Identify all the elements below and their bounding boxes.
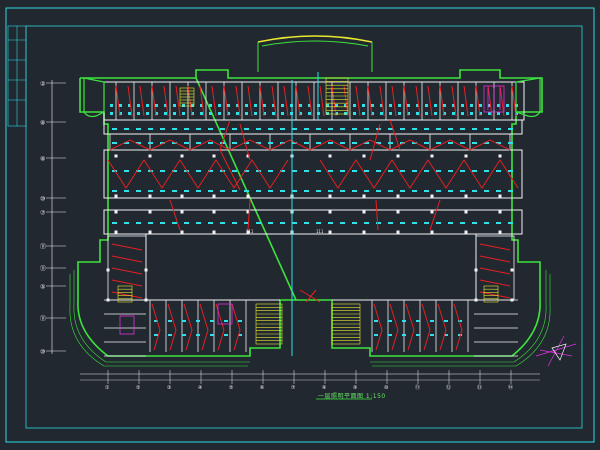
- axis-bubble-bottom: ③: [167, 385, 171, 391]
- drawing-title: 一层照明平面图 1:150: [318, 393, 386, 400]
- room-tag-center: 111: [316, 229, 324, 234]
- axis-bubble-left: ⑩: [40, 196, 45, 203]
- axis-bubble-left: ②: [40, 81, 46, 88]
- axis-bubble-left: ⑧: [40, 120, 45, 127]
- axis-bubble-bottom: ⑬: [477, 384, 482, 391]
- bottom-dimension-line: ① ② ③ ④ ⑤ ⑥ ⑦ ⑧ ⑨ ⑩ ⑪ ⑫ ⑬ ⑭: [80, 370, 540, 391]
- lighting-circuits: [107, 85, 519, 351]
- left-axis-grid: ② ⑧ ⑧ ⑩ ⑦ ⑪ ⑪ ⑤ ⑪ ⑩: [40, 80, 66, 356]
- axis-bubble-bottom: ⑭: [508, 384, 513, 391]
- axis-bubble-left: ⑤: [40, 284, 45, 291]
- outer-wall-offset: [69, 270, 551, 367]
- axis-bubble-bottom: ②: [136, 385, 141, 391]
- entrance-canopy-inner: [261, 40, 369, 47]
- entrance-canopy: [257, 35, 373, 43]
- axis-bubble-left: ⑪: [40, 243, 46, 251]
- axis-bubble-bottom: ⑦: [291, 385, 296, 391]
- left-title-strip: [7, 25, 27, 127]
- inner-frame: [25, 25, 583, 429]
- axis-bubble-bottom: ⑧: [322, 385, 327, 391]
- axis-bubble-bottom: ⑨: [353, 385, 357, 391]
- axis-bubble-bottom: ⑩: [384, 385, 389, 391]
- north-arrow-icon: [535, 335, 577, 367]
- magenta-symbols: [119, 85, 505, 335]
- axis-bubble-left: ⑩: [40, 349, 45, 356]
- axis-bubble-bottom: ⑤: [229, 385, 233, 391]
- end-towers: [83, 77, 541, 118]
- axis-bubble-left: ⑧: [40, 156, 45, 163]
- light-fixtures: [110, 104, 518, 336]
- room-tag-left: 111: [246, 229, 254, 234]
- axis-bubble-bottom: ①: [105, 385, 110, 391]
- axis-bubble-left: ⑪: [40, 315, 46, 323]
- axis-bubble-bottom: ④: [198, 385, 203, 391]
- lower-room-partitions: [104, 235, 518, 357]
- outer-frame: [5, 7, 595, 443]
- axis-bubble-left: ⑦: [40, 210, 46, 217]
- axis-bubble-bottom: ⑥: [260, 385, 265, 391]
- staircases: [117, 77, 499, 345]
- axis-bubble-bottom: ⑫: [446, 384, 451, 391]
- structural-columns: [106, 154, 514, 302]
- axis-bubble-bottom: ⑪: [415, 384, 420, 391]
- axis-bubble-left: ⑪: [40, 265, 46, 273]
